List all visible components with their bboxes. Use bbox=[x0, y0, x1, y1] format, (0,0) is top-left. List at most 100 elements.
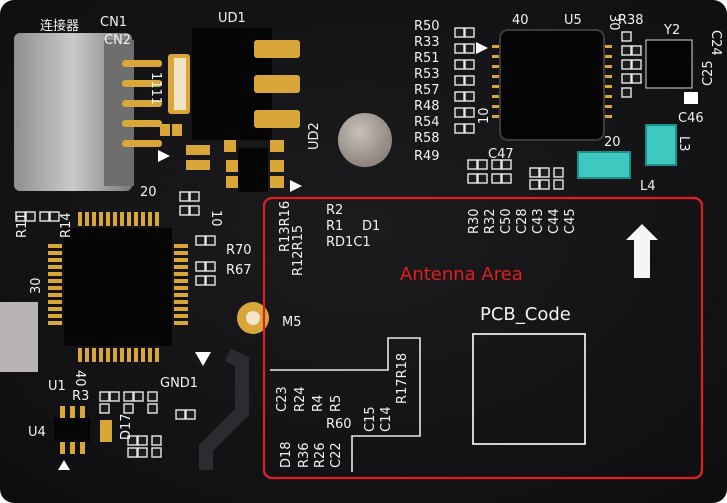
label-pin-40-mcu: 40 bbox=[72, 370, 87, 387]
label-cn2: CN2 bbox=[104, 33, 131, 48]
col-label-3: C28 bbox=[515, 208, 530, 234]
pin1-marker-u4 bbox=[58, 460, 70, 470]
antenna-area-label: Antenna Area bbox=[400, 264, 523, 285]
label-gnd1: GND1 bbox=[160, 376, 198, 391]
regulator-ud1 bbox=[168, 28, 300, 140]
label-pin-30-u5: 30 bbox=[606, 14, 621, 31]
col-label-2: C50 bbox=[499, 208, 514, 234]
label-r36: R36 bbox=[297, 442, 312, 468]
label-pin-40-top: 40 bbox=[512, 13, 529, 28]
stack-label-4: R57 bbox=[414, 83, 440, 98]
label-d17: D17 bbox=[119, 413, 134, 440]
c47-pads bbox=[467, 159, 564, 190]
crystal-y2 bbox=[645, 39, 693, 89]
label-r4: R4 bbox=[311, 395, 326, 412]
label-r70: R70 bbox=[226, 243, 252, 258]
label-u4: U4 bbox=[28, 425, 46, 440]
label-r1: R1 bbox=[326, 219, 343, 234]
label-r12r15: R12R15 bbox=[291, 225, 306, 276]
label-d18: D18 bbox=[279, 441, 294, 468]
label-y2: Y2 bbox=[663, 23, 680, 38]
pin1-marker-ud2 bbox=[290, 180, 302, 192]
label-c47: C47 bbox=[488, 147, 514, 162]
smd-arrow bbox=[626, 224, 658, 278]
stack-label-0: R50 bbox=[414, 19, 440, 34]
col-label-4: C43 bbox=[531, 208, 546, 234]
stack-label-7: R58 bbox=[414, 131, 440, 146]
label-pin-20-u5: 20 bbox=[604, 135, 621, 150]
label-r3: R3 bbox=[72, 389, 89, 404]
label-c14: C14 bbox=[379, 406, 394, 432]
label-pin-10-u5: 10 bbox=[477, 107, 492, 124]
label-r26: R26 bbox=[313, 442, 328, 468]
pin1-marker-mcu bbox=[195, 352, 211, 366]
label-pin-1111: 1111 bbox=[148, 72, 163, 105]
stack-label-1: R33 bbox=[414, 35, 440, 50]
edge-contact bbox=[0, 302, 38, 372]
stack-label-3: R53 bbox=[414, 67, 440, 82]
label-connector: 连接器 bbox=[40, 18, 79, 34]
inductor-l4 bbox=[577, 151, 631, 179]
col-label-6: C45 bbox=[563, 208, 578, 234]
trace-gnd bbox=[199, 348, 249, 470]
label-ud1: UD1 bbox=[218, 11, 246, 26]
label-l3: L3 bbox=[676, 136, 691, 152]
stack-label-6: R54 bbox=[414, 115, 440, 130]
label-r5: R5 bbox=[329, 395, 344, 412]
label-d1: D1 bbox=[362, 219, 380, 234]
label-r24: R24 bbox=[293, 386, 308, 412]
label-c23: C23 bbox=[275, 386, 290, 412]
grey-dome bbox=[338, 113, 392, 167]
mcu-pins-top bbox=[48, 212, 188, 362]
pcb-code-label: PCB_Code bbox=[480, 304, 571, 325]
resistor-stack-pads bbox=[454, 27, 475, 134]
label-m5: M5 bbox=[282, 315, 302, 330]
d17-pad bbox=[100, 420, 112, 442]
label-c46: C46 bbox=[678, 111, 704, 126]
label-u5: U5 bbox=[564, 13, 582, 28]
r11-r14-pads bbox=[15, 191, 216, 286]
chip-u1 bbox=[48, 212, 188, 362]
pin1-marker-cn bbox=[158, 150, 170, 162]
label-r13r16: R13R16 bbox=[278, 201, 293, 252]
c46-pad bbox=[684, 92, 698, 104]
col-label-1: R32 bbox=[483, 208, 498, 234]
label-smd: SMD bbox=[650, 247, 661, 272]
label-c25: C25 bbox=[701, 60, 716, 86]
label-c24: C24 bbox=[708, 30, 723, 56]
chip-u4 bbox=[54, 418, 90, 442]
label-r60: R60 bbox=[326, 417, 352, 432]
label-rd1c1: RD1C1 bbox=[326, 235, 371, 250]
pcb-code-box bbox=[472, 333, 586, 445]
label-pin-20-left: 20 bbox=[140, 185, 157, 200]
label-r17r18: R17R18 bbox=[395, 353, 410, 404]
label-u1: U1 bbox=[48, 379, 66, 394]
resistor-stack-labels: R50 R33 R51 R53 R57 R48 R54 R58 R49 bbox=[414, 19, 440, 164]
label-pin-10-mcu: 10 bbox=[208, 210, 223, 227]
antenna-inner-outline bbox=[270, 337, 421, 472]
label-ud2: UD2 bbox=[307, 122, 322, 150]
vertical-column-labels: R30 R32 C50 C28 C43 C44 C45 bbox=[467, 208, 578, 234]
label-r67: R67 bbox=[226, 263, 252, 278]
pin1-marker-u5 bbox=[476, 42, 488, 54]
label-c22: C22 bbox=[329, 442, 344, 468]
stack-label-2: R51 bbox=[414, 51, 440, 66]
inductor-l3 bbox=[645, 124, 677, 166]
chip-u5 bbox=[492, 29, 612, 141]
connector-cn bbox=[14, 33, 162, 191]
col-label-0: R30 bbox=[467, 208, 482, 234]
u4-pins bbox=[60, 406, 85, 454]
stack-label-8: R49 bbox=[414, 149, 440, 164]
antenna-area-outline bbox=[262, 196, 704, 480]
label-r2: R2 bbox=[326, 203, 343, 218]
label-pin-30-mcu: 30 bbox=[29, 277, 44, 294]
label-l4: L4 bbox=[640, 179, 656, 194]
stack-label-5: R48 bbox=[414, 99, 440, 114]
label-r11: R11 bbox=[15, 212, 30, 238]
bottom-left-pads bbox=[99, 391, 196, 458]
label-c15: C15 bbox=[363, 406, 378, 432]
ud2-body bbox=[238, 148, 268, 192]
ud2-pads bbox=[160, 124, 284, 188]
